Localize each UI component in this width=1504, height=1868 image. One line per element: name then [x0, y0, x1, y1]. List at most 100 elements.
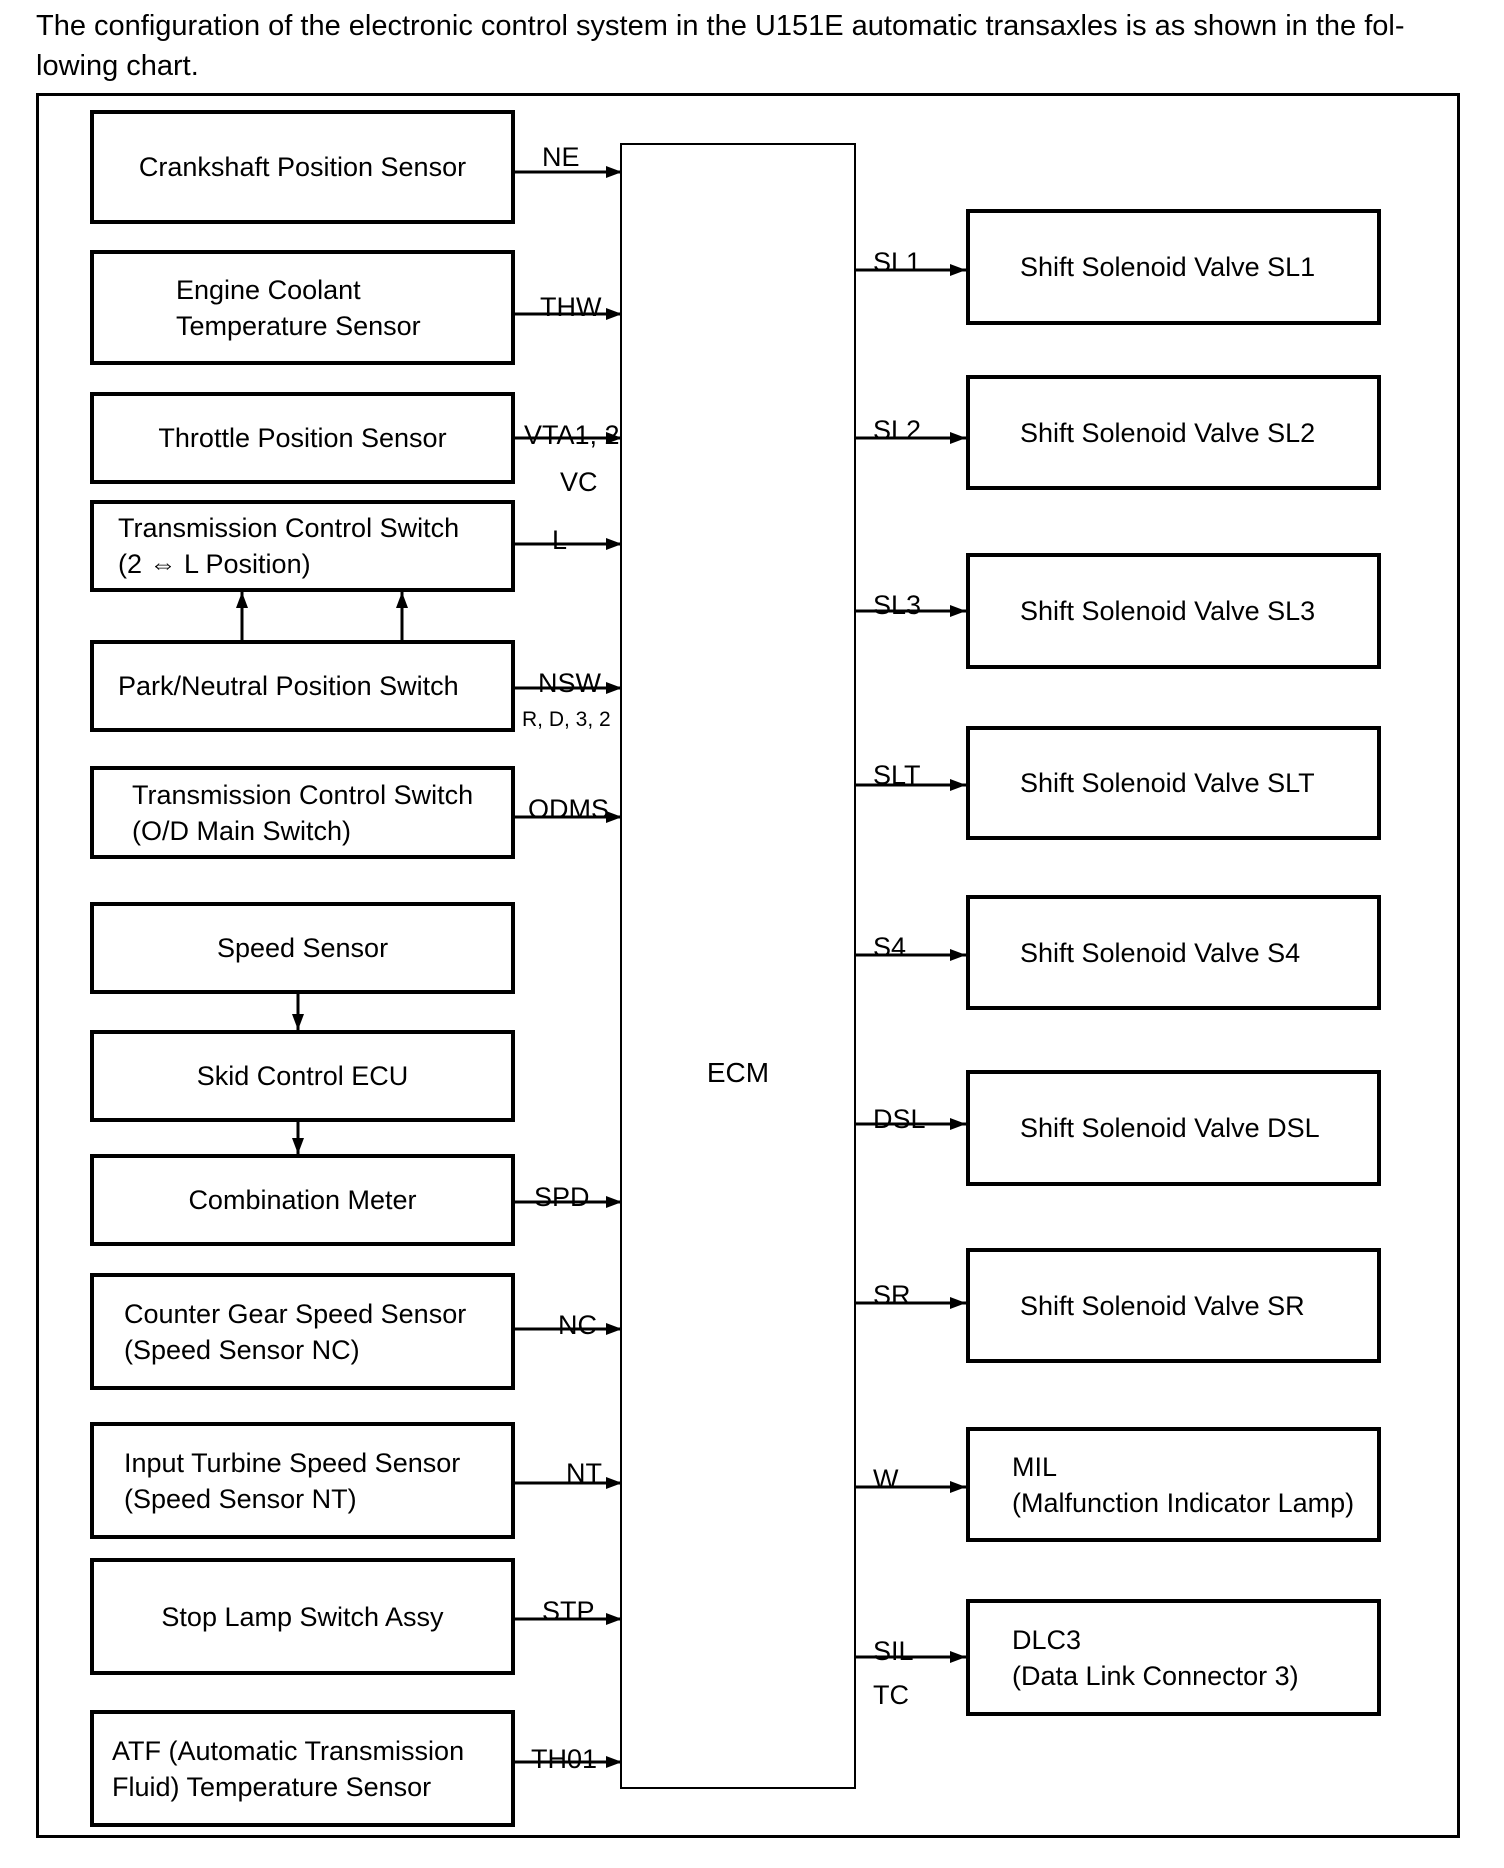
input-arrowhead	[606, 1323, 622, 1335]
input-box-label: Crankshaft Position Sensor	[138, 152, 467, 182]
output-box-label: MIL	[1012, 1451, 1058, 1482]
output-box-shift-solenoid-valve-dsl: Shift Solenoid Valve DSL	[966, 1070, 1381, 1186]
input-box-crankshaft-position-sensor: Crankshaft Position Sensor	[90, 110, 515, 224]
signal-label-s4: S4	[873, 932, 907, 962]
output-box-shift-solenoid-valve-s4: Shift Solenoid Valve S4	[966, 895, 1381, 1010]
output-box-shift-solenoid-valve-sl2: Shift Solenoid Valve SL2	[966, 375, 1381, 490]
signal-label-th01: TH01	[531, 1744, 598, 1774]
intro-text: The configuration of the electronic cont…	[36, 10, 1405, 82]
input-box-skid-control-ecu: Skid Control ECU	[90, 1030, 515, 1122]
output-arrowhead	[950, 432, 966, 444]
input-box-label: Stop Lamp Switch Assy	[161, 1601, 444, 1632]
input-arrowhead	[606, 432, 622, 444]
input-box-label: Throttle Position Sensor	[158, 423, 447, 453]
signal-label-stp: STP	[542, 1596, 595, 1626]
output-arrowhead	[950, 1118, 966, 1130]
input-box-label: (Speed Sensor NT)	[124, 1483, 357, 1514]
signal-label-dsl: DSL	[873, 1104, 926, 1134]
input-box-label: Transmission Control Switch	[118, 513, 460, 543]
input-box-label: ATF (Automatic Transmission	[112, 1735, 465, 1766]
input-arrowhead	[606, 1196, 622, 1208]
input-box-label: Temperature Sensor	[176, 310, 421, 341]
signal-label-vta1-2: VTA1, 2	[524, 420, 620, 450]
signal-label-slt: SLT	[873, 760, 921, 790]
input-arrowhead	[606, 1756, 622, 1768]
input-box-label: Skid Control ECU	[196, 1061, 409, 1091]
pnp-to-tcs-arrowhead	[396, 592, 408, 608]
pnp-to-tcs-arrowhead	[236, 592, 248, 608]
input-box-transmission-control-switch: Transmission Control Switch (O/D Main Swi…	[90, 766, 515, 859]
input-arrowhead	[606, 1477, 622, 1489]
signal-label-ne: NE	[542, 142, 580, 172]
output-box-label: Shift Solenoid Valve SL1	[1020, 252, 1316, 282]
signal-label-sl2: SL2	[873, 415, 922, 445]
signal-label-tc: TC	[873, 1680, 909, 1710]
output-box-mil: MIL (Malfunction Indicator Lamp)	[966, 1427, 1381, 1542]
skid-to-meter-arrowhead	[292, 1138, 304, 1154]
speed-to-skid-arrowhead	[292, 1014, 304, 1030]
output-box-label: (Data Link Connector 3)	[1012, 1660, 1299, 1691]
input-box-transmission-control-switch: Transmission Control Switch (2 ⇔ L Positi…	[90, 500, 515, 592]
output-box-label: DLC3	[1012, 1624, 1082, 1655]
output-arrowhead	[950, 949, 966, 961]
signal-label-sr: SR	[873, 1280, 911, 1310]
input-box-park-neutral-position-switch: Park/Neutral Position Switch	[90, 640, 515, 732]
output-box-label: Shift Solenoid Valve S4	[1020, 937, 1301, 968]
output-arrowhead	[950, 1297, 966, 1309]
signal-label-vc: VC	[560, 467, 598, 497]
input-arrowhead	[606, 811, 622, 823]
input-box-stop-lamp-switch-assy: Stop Lamp Switch Assy	[90, 1558, 515, 1675]
input-arrowhead	[606, 166, 622, 178]
input-arrowhead	[606, 538, 622, 550]
output-box-label: Shift Solenoid Valve SL2	[1020, 417, 1316, 448]
signal-label-nsw: NSW	[538, 668, 601, 698]
input-box-label: Input Turbine Speed Sensor	[124, 1447, 461, 1478]
signal-label-sl3: SL3	[873, 590, 922, 620]
output-box-label: Shift Solenoid Valve DSL	[1020, 1113, 1320, 1143]
output-arrowhead	[950, 264, 966, 276]
input-arrowhead	[606, 682, 622, 694]
output-box-shift-solenoid-valve-sl3: Shift Solenoid Valve SL3	[966, 553, 1381, 669]
input-box-counter-gear-speed-sensor: Counter Gear Speed Sensor (Speed Sensor N…	[90, 1273, 515, 1390]
input-box-label: Park/Neutral Position Switch	[118, 671, 459, 701]
input-box-input-turbine-speed-sensor: Input Turbine Speed Sensor (Speed Sensor …	[90, 1422, 515, 1539]
input-box-label: Speed Sensor	[216, 933, 389, 963]
signal-label-odms: ODMS	[528, 794, 609, 824]
input-box-label: Combination Meter	[188, 1185, 417, 1215]
output-box-label: Shift Solenoid Valve SR	[1020, 1290, 1305, 1321]
signal-label-w: W	[873, 1464, 899, 1494]
output-box-label: Shift Solenoid Valve SLT	[1020, 768, 1315, 798]
output-arrowhead	[950, 605, 966, 617]
signal-label-nc: NC	[558, 1310, 597, 1340]
input-box-label: (2 ⇔ L Position)	[118, 549, 311, 579]
output-arrowhead	[950, 1651, 966, 1663]
input-box-label: Counter Gear Speed Sensor	[124, 1298, 467, 1329]
ecm-block: ECM	[620, 143, 856, 1789]
input-box-label: (Speed Sensor NC)	[124, 1334, 360, 1365]
output-box-label: Shift Solenoid Valve SL3	[1020, 596, 1316, 626]
input-box-label: Engine Coolant	[176, 274, 361, 305]
output-box-label: (Malfunction Indicator Lamp)	[1012, 1487, 1355, 1518]
output-box-shift-solenoid-valve-slt: Shift Solenoid Valve SLT	[966, 726, 1381, 840]
output-box-shift-solenoid-valve-sr: Shift Solenoid Valve SR	[966, 1248, 1381, 1363]
signal-label-l: L	[552, 525, 568, 555]
input-box-throttle-position-sensor: Throttle Position Sensor	[90, 392, 515, 484]
signal-label-sil: SIL	[873, 1636, 914, 1666]
signal-label-spd: SPD	[534, 1182, 590, 1212]
input-box-speed-sensor: Speed Sensor	[90, 902, 515, 994]
input-arrowhead	[606, 308, 622, 320]
input-box-combination-meter: Combination Meter	[90, 1154, 515, 1246]
input-box-label: Fluid) Temperature Sensor	[112, 1771, 432, 1802]
signal-label-sl1: SL1	[873, 247, 922, 277]
output-arrowhead	[950, 779, 966, 791]
input-box-label: Transmission Control Switch	[132, 779, 474, 810]
signal-label-thw: THW	[540, 292, 602, 322]
output-box-shift-solenoid-valve-sl1: Shift Solenoid Valve SL1	[966, 209, 1381, 325]
input-arrowhead	[606, 1613, 622, 1625]
signal-label-nt: NT	[566, 1458, 602, 1488]
output-box-dlc3: DLC3 (Data Link Connector 3)	[966, 1599, 1381, 1716]
input-box-label: (O/D Main Switch)	[132, 815, 352, 846]
